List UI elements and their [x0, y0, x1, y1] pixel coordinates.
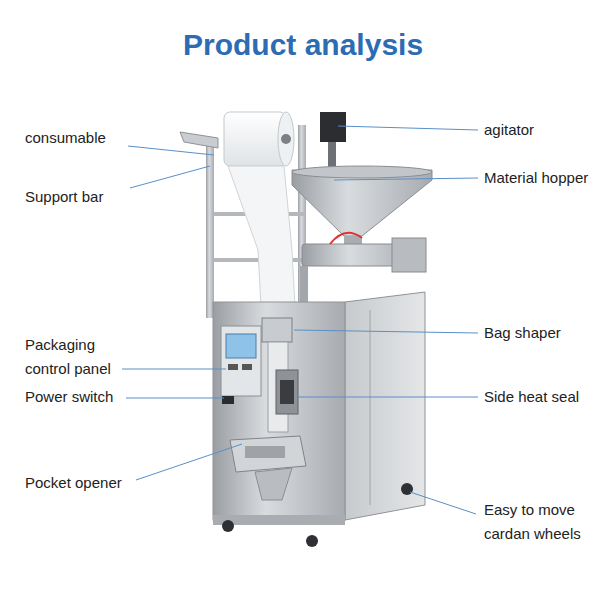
- part-label: Easy to move cardan wheels: [484, 498, 596, 546]
- part-label: Support bar: [25, 185, 135, 209]
- part-label: Material hopper: [484, 166, 602, 190]
- title: Product analysis: [183, 28, 423, 62]
- part-label: consumable: [25, 126, 135, 150]
- part-label: Packaging control panel: [25, 333, 135, 381]
- part-label: Power switch: [25, 385, 135, 409]
- part-label: Pocket opener: [25, 471, 140, 495]
- part-label: agitator: [484, 118, 602, 142]
- part-label: Bag shaper: [484, 321, 602, 345]
- part-label: Side heat seal: [484, 385, 602, 409]
